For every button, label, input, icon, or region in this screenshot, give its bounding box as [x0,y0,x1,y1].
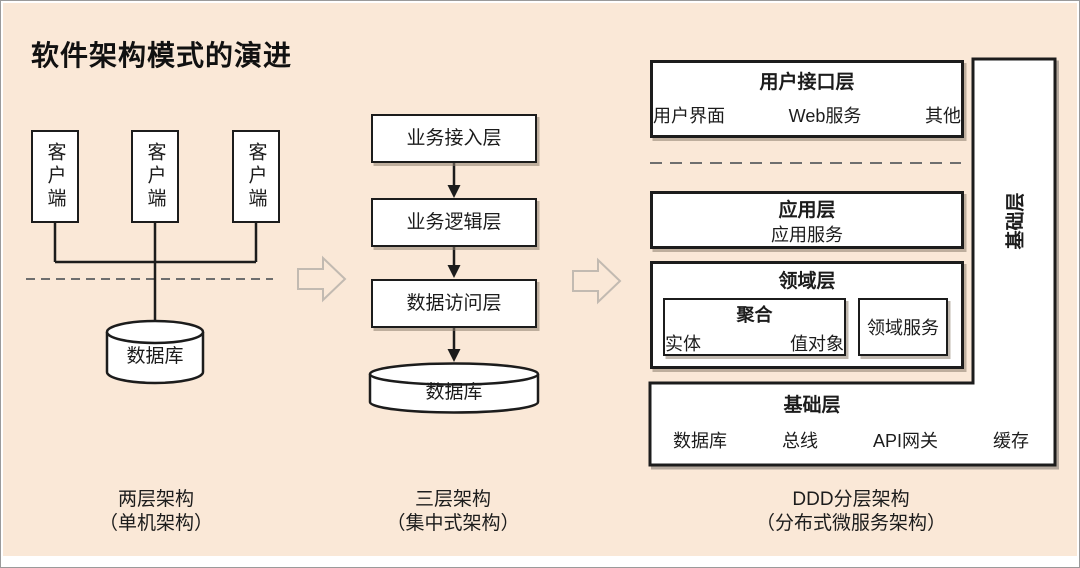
ui-layer-title: 用户接口层 [759,72,855,93]
infra-layer-title: 基础层 [783,395,841,416]
infra-layer-lshape [648,57,1057,467]
domain-layer-title: 领域层 [778,271,836,292]
database-label: 数据库 [126,346,184,367]
section-caption-sub: （集中式架构） [386,513,520,534]
layer-box: 业务逻辑层 [371,198,537,247]
section-caption-sub: （单机架构） [98,513,213,534]
client-connector-lines [53,223,258,323]
infra-item: 数据库 [673,431,727,451]
infra-layer-items: 数据库 总线 API网关 缓存 [673,427,1029,453]
aggregate-item: 值对象 [790,334,844,354]
infra-item: 缓存 [992,431,1029,451]
ui-item: 其他 [925,106,961,126]
client-label: 客户端 [144,142,166,211]
infra-bar-label: 基础层 [1005,192,1027,250]
transition-right-arrow-icon [572,257,622,305]
aggregate-items: 实体 值对象 [649,327,860,356]
section-caption: 三层架构 [414,489,491,510]
flow-arrowheads [447,185,461,362]
infra-item: 总线 [781,431,818,451]
aggregate-item: 实体 [665,334,701,354]
ui-item: Web服务 [788,106,862,126]
infra-item: API网关 [872,431,938,451]
ui-layer-box: 用户接口层 用户界面 Web服务 其他 [650,60,964,138]
domain-service-box: 领域服务 [858,298,948,356]
client-box: 客户端 [31,130,79,223]
page-title: 软件架构模式的演进 [31,40,293,71]
app-layer-box: 应用层 应用服务 [650,191,964,249]
database-cylinder [105,319,205,385]
database-label: 数据库 [425,382,483,403]
client-label: 客户端 [245,142,267,211]
ui-layer-items: 用户界面 Web服务 其他 [626,94,988,128]
database-cylinder [368,362,540,414]
client-label: 客户端 [44,142,66,211]
aggregate-box: 聚合 实体 值对象 [663,298,846,356]
transition-right-arrow-icon [297,255,347,303]
section-caption: DDD分层架构 [792,489,910,510]
client-box: 客户端 [131,130,179,223]
layer-box: 数据访问层 [371,279,537,328]
section-caption: 两层架构 [117,489,194,510]
layer-box: 业务接入层 [371,114,537,163]
client-box: 客户端 [232,130,280,223]
aggregate-title: 聚合 [736,305,773,325]
app-layer-title: 应用层 [778,200,836,221]
section-caption-sub: （分布式微服务架构） [755,513,946,534]
app-layer-subtitle: 应用服务 [771,225,843,245]
ui-item: 用户界面 [653,106,725,126]
